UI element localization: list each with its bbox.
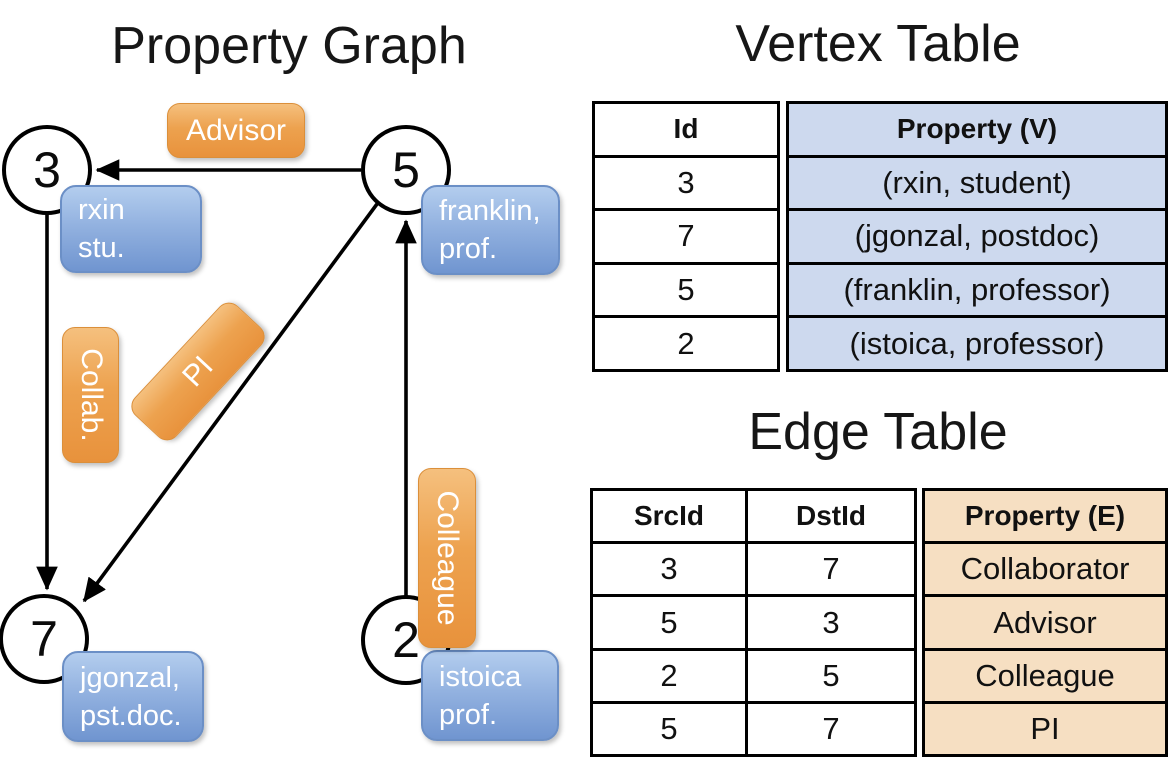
vertex-property-header: Property (V) bbox=[789, 104, 1165, 155]
edge-label-colleague: Colleague bbox=[418, 468, 476, 648]
vertex-property-pill-3: rxin stu. bbox=[60, 185, 202, 273]
vertex-id-header: Id bbox=[673, 113, 699, 145]
edge-table-header-row: SrcId DstId bbox=[593, 491, 914, 542]
edge-table-row: 5 3 bbox=[593, 594, 914, 648]
edge-label-text: Advisor bbox=[185, 113, 287, 147]
node-id-label: 7 bbox=[30, 611, 58, 667]
edge-dst-header: DstId bbox=[745, 491, 914, 542]
edge-pi-line bbox=[82, 202, 379, 603]
edge-label-collab: Collab. bbox=[62, 327, 119, 463]
vertex-table-title: Vertex Table bbox=[735, 15, 1021, 73]
edge-table-row: 5 7 bbox=[593, 700, 914, 755]
vertex-table-property-column: Property (V) (rxin, student) (jgonzal, p… bbox=[786, 101, 1168, 372]
edge-table-title: Edge Table bbox=[748, 403, 1008, 461]
node-id-label: 2 bbox=[392, 612, 420, 668]
edge-row-dst: 7 bbox=[745, 544, 914, 595]
vertex-row-property: (rxin, student) bbox=[789, 154, 1165, 209]
property-graph-title: Property Graph bbox=[111, 17, 467, 75]
edge-row-src: 2 bbox=[660, 657, 678, 693]
edge-row-property: Advisor bbox=[925, 594, 1165, 648]
edge-label-advisor: Advisor bbox=[167, 103, 305, 158]
vertex-row-id: 3 bbox=[595, 154, 777, 209]
vertex-row-id: 5 bbox=[595, 261, 777, 316]
vertex-row-id: 7 bbox=[595, 208, 777, 262]
node-id-label: 5 bbox=[392, 142, 420, 198]
vertex-property-line: stu. bbox=[78, 232, 125, 264]
vertex-property-pill-5: franklin, prof. bbox=[421, 185, 560, 275]
vertex-property-line: prof. bbox=[439, 698, 498, 731]
edge-table-property-column: Property (E) Collaborator Advisor Collea… bbox=[922, 488, 1168, 757]
vertex-property-line: prof. bbox=[439, 233, 498, 265]
edge-row-property: Colleague bbox=[925, 647, 1165, 701]
vertex-property-line: istoica bbox=[439, 660, 522, 693]
vertex-row-property: (jgonzal, postdoc) bbox=[789, 208, 1165, 262]
vertex-property-line: pst.doc. bbox=[80, 699, 182, 732]
vertex-row-id: 2 bbox=[595, 315, 777, 369]
vertex-property-pill-2: istoica prof. bbox=[421, 650, 559, 741]
vertex-property-line: franklin, bbox=[439, 195, 541, 227]
edge-label-text: Collab. bbox=[74, 348, 108, 442]
edge-row-src: 3 bbox=[660, 551, 678, 587]
vertex-property-line: jgonzal, bbox=[80, 661, 180, 694]
edge-src-header: SrcId bbox=[633, 500, 705, 532]
node-id-label: 3 bbox=[33, 142, 61, 198]
vertex-property-line: rxin bbox=[78, 194, 125, 226]
edge-table-id-columns: SrcId DstId 3 7 5 3 2 5 5 7 bbox=[590, 488, 917, 757]
edge-row-property: PI bbox=[925, 700, 1165, 755]
edge-label-text: PI bbox=[175, 349, 220, 393]
vertex-table-id-column: Id 3 7 5 2 bbox=[592, 101, 780, 372]
edge-row-dst: 5 bbox=[745, 650, 914, 701]
edge-table-row: 3 7 bbox=[593, 541, 914, 595]
edge-property-header: Property (E) bbox=[925, 491, 1165, 542]
edge-table-row: 2 5 bbox=[593, 647, 914, 701]
edge-row-property: Collaborator bbox=[925, 541, 1165, 595]
vertex-row-property: (franklin, professor) bbox=[789, 261, 1165, 316]
edge-label-text: Colleague bbox=[431, 490, 464, 626]
edge-row-src: 5 bbox=[660, 710, 678, 746]
edge-row-src: 5 bbox=[660, 604, 678, 640]
edge-row-dst: 7 bbox=[745, 703, 914, 755]
vertex-property-pill-7: jgonzal, pst.doc. bbox=[62, 651, 204, 742]
vertex-row-property: (istoica, professor) bbox=[789, 315, 1165, 369]
edge-row-dst: 3 bbox=[745, 597, 914, 648]
graph-node-3: 3 bbox=[2, 125, 92, 215]
